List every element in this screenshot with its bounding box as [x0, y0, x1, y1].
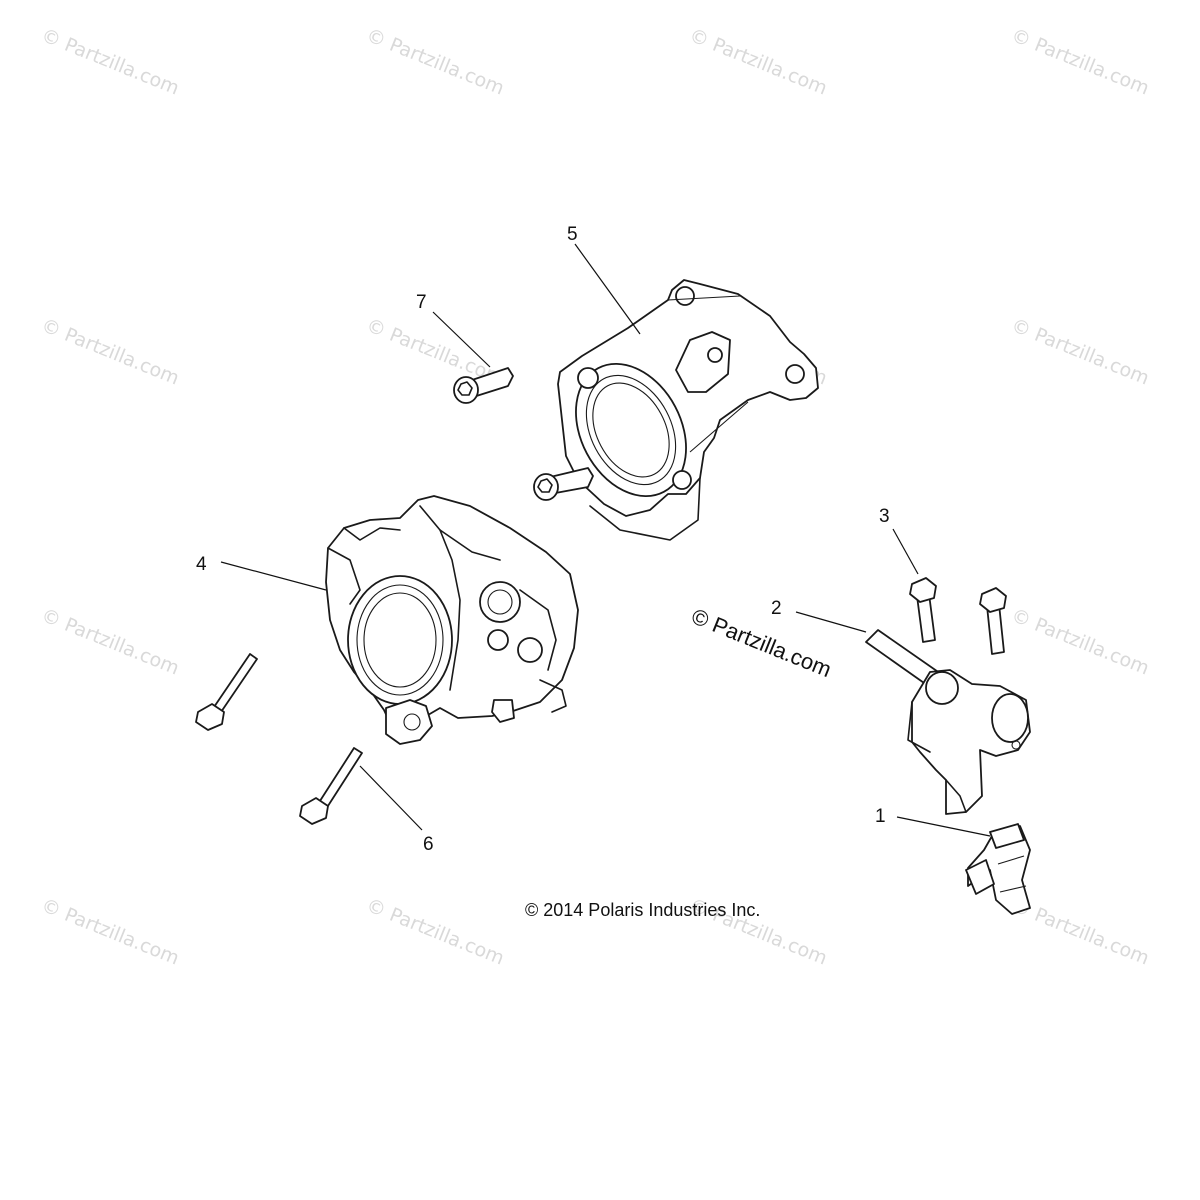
- leader-lines: [220, 243, 991, 837]
- watermark: © Partzilla.com: [38, 24, 182, 99]
- long-bolt-lower: [299, 747, 363, 825]
- intake-boot-part: [557, 279, 819, 541]
- diagram-watermark: © Partzilla.com: [688, 603, 835, 682]
- long-bolt-upper: [195, 653, 258, 731]
- watermark: © Partzilla.com: [1008, 24, 1152, 99]
- leader-line-5: [574, 243, 641, 335]
- leader-line-7: [432, 311, 491, 368]
- callout-4: 4: [196, 554, 207, 575]
- fuel-injector-part: [965, 823, 1031, 915]
- callout-3: 3: [879, 506, 890, 527]
- fuel-rail-part: [865, 629, 1031, 815]
- watermark: © Partzilla.com: [363, 24, 507, 99]
- watermark: © Partzilla.com: [1008, 314, 1152, 389]
- leader-line-2: [795, 611, 867, 633]
- callout-5: 5: [567, 224, 578, 245]
- callout-1: 1: [875, 806, 886, 827]
- rail-bolt-left: [909, 577, 937, 643]
- socket-cap-screw-lower: [533, 467, 594, 501]
- copyright-notice: © 2014 Polaris Industries Inc.: [525, 900, 760, 920]
- watermark: © Partzilla.com: [38, 314, 182, 389]
- watermark: © Partzilla.com: [363, 894, 507, 969]
- callout-7: 7: [416, 292, 427, 313]
- leader-line-3: [892, 528, 919, 575]
- watermark: © Partzilla.com: [38, 604, 182, 679]
- callout-6: 6: [423, 834, 434, 855]
- watermark: © Partzilla.com: [686, 24, 830, 99]
- watermark: © Partzilla.com: [1008, 604, 1152, 679]
- callout-2: 2: [771, 598, 782, 619]
- callout-labels: 5 7 4 6 3 2 1: [196, 224, 890, 855]
- watermark: © Partzilla.com: [38, 894, 182, 969]
- leader-line-4: [220, 561, 327, 591]
- rail-bolt-right: [979, 587, 1007, 655]
- socket-cap-screw-upper: [453, 367, 514, 404]
- throttle-body-part: [325, 495, 579, 745]
- leader-line-6: [359, 765, 423, 831]
- leader-line-1: [896, 816, 991, 837]
